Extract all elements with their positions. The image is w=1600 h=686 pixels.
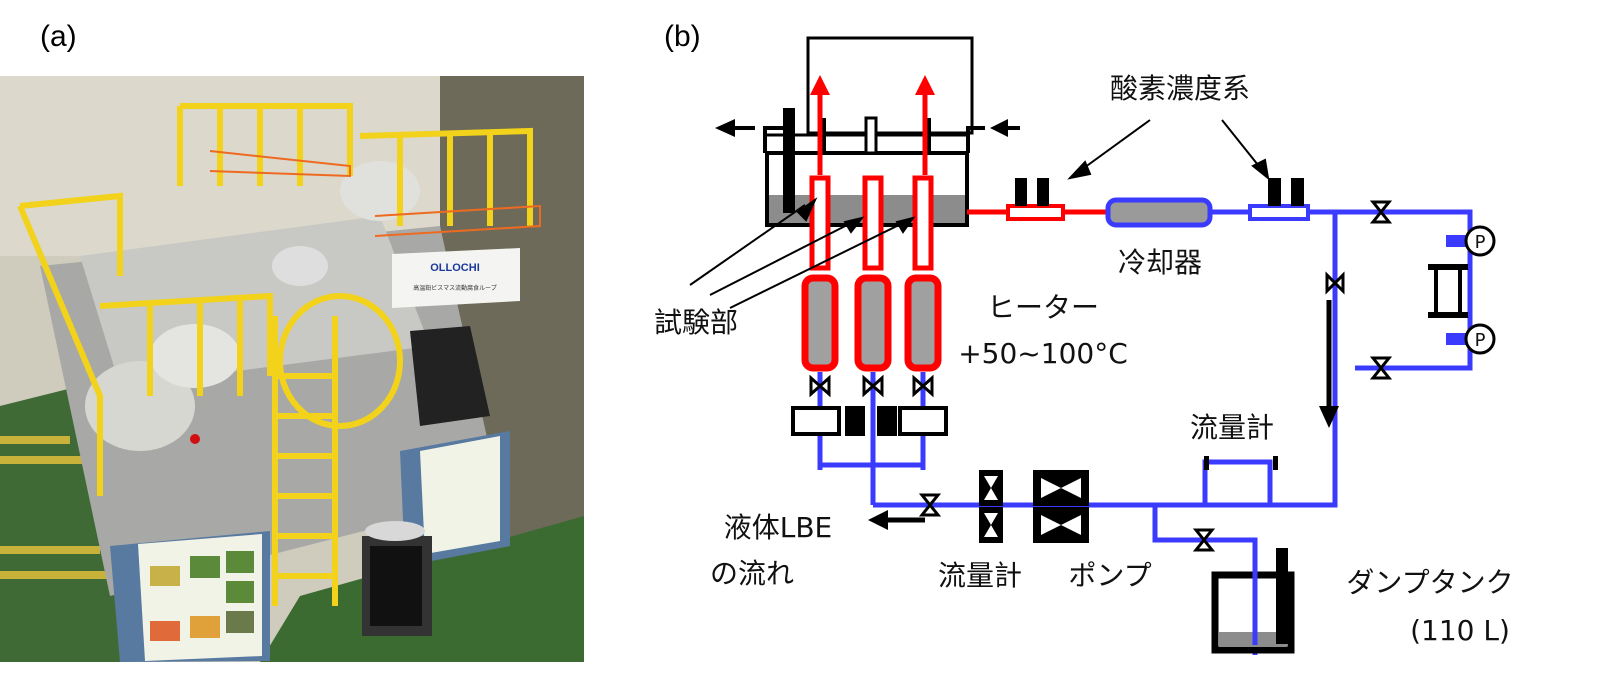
- gas-lines: [763, 126, 985, 153]
- flowmeter-bottom: [979, 470, 1003, 543]
- valve-icon: [1192, 528, 1216, 552]
- ollochi-sign: OLLOCHI 高温鉛ビスマス流動腐食ループ: [392, 248, 520, 308]
- pressure-gauge-label: P: [1475, 330, 1486, 351]
- oxygen-sensor-label: 酸素濃度系: [1110, 72, 1250, 105]
- heater-3: [904, 274, 942, 372]
- test-section-label: 試験部: [654, 306, 738, 339]
- lbe-flow-label-line1: 液体LBE: [724, 511, 833, 544]
- valve-icon: [1369, 356, 1393, 380]
- cover-gas-box: [806, 36, 974, 135]
- filter: [1434, 266, 1462, 316]
- facility-photo: OLLOCHI 高温鉛ビスマス流動腐食ループ: [0, 76, 584, 662]
- insulated-pipe-1: [85, 361, 195, 451]
- heater-2: [854, 274, 892, 372]
- insulated-elbow: [272, 246, 328, 286]
- panel-label-b: (b): [664, 20, 701, 53]
- arrow-left-icon: [715, 119, 735, 137]
- insulated-pipe-2: [150, 324, 240, 388]
- level-probe: [783, 108, 795, 213]
- valve-icon: [1325, 271, 1345, 295]
- cooler: [1105, 197, 1213, 228]
- cooler-label: 冷却器: [1118, 246, 1202, 279]
- oxygen-sensor-cold: [1248, 178, 1310, 221]
- info-poster-left: [110, 531, 270, 662]
- pressure-section: P P: [1428, 225, 1496, 355]
- monitor-screen: [410, 326, 490, 426]
- service-cart: [362, 521, 432, 636]
- yellow-railings: [17, 103, 533, 606]
- test-section-label-arrows: [689, 197, 916, 309]
- pressure-gauge-icon: [1464, 225, 1496, 257]
- orange-safety-net: [209, 150, 541, 237]
- dump-tank-volume-label: (110 L): [1410, 614, 1510, 647]
- oxygen-sensor-hot: [1006, 204, 1065, 221]
- gas-outlet-arrow: [715, 119, 755, 137]
- pressure-gauge-label: P: [1475, 232, 1486, 253]
- flowmeter-right: [1204, 456, 1278, 470]
- flowmeter-bottom-label: 流量計: [938, 559, 1022, 592]
- valve-icon: [809, 374, 831, 398]
- test-section-tubes: [809, 175, 934, 271]
- hot-leg-up-arrows: [810, 75, 935, 175]
- center-port: [864, 116, 878, 155]
- dump-tank-label: ダンプタンク: [1346, 566, 1513, 599]
- arrow-left-icon: [868, 510, 888, 530]
- dump-tank: [1211, 540, 1295, 654]
- flowmeter-right-label: 流量計: [1190, 411, 1274, 444]
- hot-leg-horizontal: [967, 178, 1110, 221]
- lbe-flow-label-line2: の流れ: [710, 557, 794, 590]
- valve-icon: [1369, 200, 1393, 224]
- heater-label: ヒーター: [987, 291, 1099, 324]
- pump-label: ポンプ: [1068, 559, 1151, 592]
- valve-icon: [918, 493, 942, 517]
- sign-title: OLLOCHI: [430, 262, 480, 274]
- valves: [809, 200, 1393, 552]
- arrow-up-icon: [810, 75, 830, 95]
- flow-direction-arrow: [1319, 300, 1339, 428]
- dump-tank-probe: [1276, 548, 1288, 644]
- valve-icon: [912, 374, 934, 398]
- heater-temp-label: +50~100°C: [958, 337, 1128, 370]
- pressure-gauge-icon: [1464, 323, 1496, 355]
- hazard-stripes: [0, 436, 110, 579]
- pump: [1033, 470, 1089, 543]
- warning-lamp: [190, 434, 200, 444]
- arrow-left-icon: [990, 119, 1008, 137]
- panel-label-a: (a): [40, 20, 77, 53]
- lbe-flow-arrow: [868, 510, 925, 530]
- valve-icon: [862, 374, 884, 398]
- loop-schematic: P P: [654, 36, 1514, 655]
- arrow-up-icon: [915, 75, 935, 95]
- heater-bottom-blocks: [791, 406, 948, 436]
- oxygen-label-arrows: [1067, 119, 1270, 181]
- heater-1: [801, 274, 839, 372]
- arrow-down-icon: [1319, 406, 1339, 428]
- sign-japanese: 高温鉛ビスマス流動腐食ループ: [413, 284, 496, 292]
- heaters: [801, 274, 942, 372]
- gas-inlet-arrow: [990, 119, 1020, 137]
- info-poster-right: [400, 431, 510, 566]
